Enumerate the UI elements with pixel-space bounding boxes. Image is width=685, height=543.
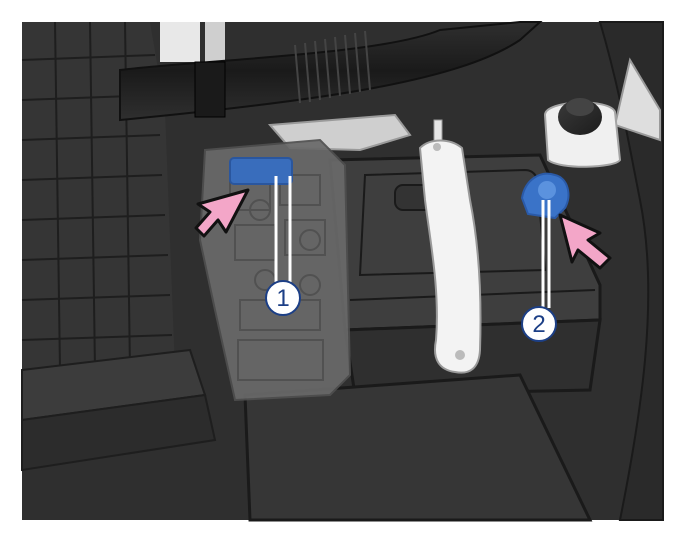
callout-1-label: 1 — [276, 285, 289, 312]
fuse-box-latch-highlight — [230, 158, 292, 184]
callout-2-label: 2 — [532, 311, 545, 338]
reservoir — [545, 98, 620, 167]
